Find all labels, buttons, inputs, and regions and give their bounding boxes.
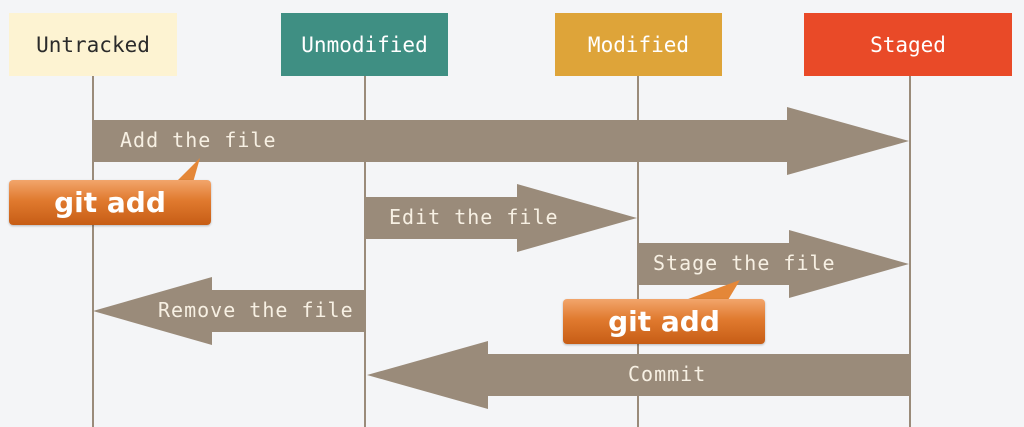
arrow-edit-the-file (365, 184, 637, 252)
label-commit: Commit (628, 362, 707, 386)
callout-git-add-1-text: git add (54, 186, 166, 219)
state-untracked: Untracked (9, 13, 177, 76)
arrow-commit (367, 341, 909, 409)
state-untracked-label: Untracked (36, 32, 150, 57)
lifeline-untracked (92, 70, 94, 427)
arrow-add-the-file (93, 107, 909, 175)
lifeline-staged (909, 70, 911, 427)
label-remove-the-file: Remove the file (158, 298, 354, 322)
arrow-stage-the-file (637, 230, 909, 298)
label-stage-the-file: Stage the file (653, 251, 836, 275)
callout-tail-1 (175, 158, 200, 186)
callout-tail-2 (680, 280, 740, 305)
callout-git-add-1: git add (9, 180, 211, 225)
state-modified-label: Modified (587, 32, 690, 57)
state-unmodified-label: Unmodified (301, 32, 428, 57)
state-unmodified: Unmodified (281, 13, 448, 76)
state-staged-label: Staged (870, 32, 946, 57)
callout-git-add-2-text: git add (608, 305, 720, 338)
lifeline-unmodified (364, 70, 366, 427)
callout-git-add-2: git add (563, 299, 765, 344)
arrow-remove-the-file (93, 277, 364, 345)
state-modified: Modified (555, 13, 722, 76)
label-edit-the-file: Edit the file (389, 205, 559, 229)
label-add-the-file: Add the file (120, 128, 277, 152)
state-staged: Staged (804, 13, 1012, 76)
